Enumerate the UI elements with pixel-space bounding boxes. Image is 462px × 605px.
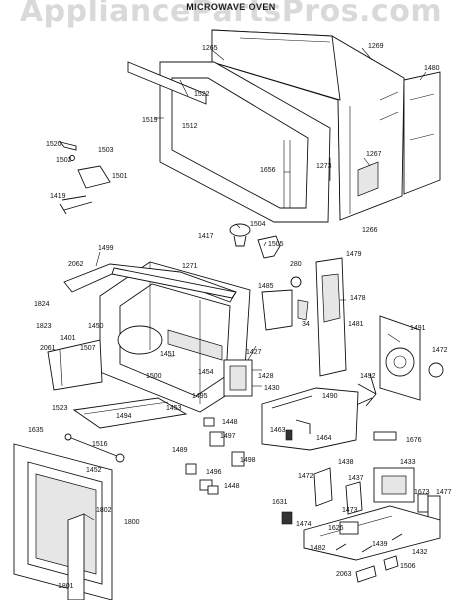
part-label: 1427 xyxy=(246,349,262,356)
part-label: 1516 xyxy=(92,441,108,448)
part-label: 1428 xyxy=(258,373,274,380)
part-label: 1401 xyxy=(60,335,76,342)
base-plate xyxy=(261,387,397,451)
part-label: 1676 xyxy=(406,437,422,444)
part-label: 1438 xyxy=(338,459,354,466)
part-label: 1451 xyxy=(160,351,176,358)
part-label: 1419 xyxy=(50,193,66,200)
part-label: 1474 xyxy=(296,521,312,528)
part-label: 1479 xyxy=(346,251,362,258)
part-label: 1823 xyxy=(36,323,52,330)
part-label: 1472 xyxy=(432,347,448,354)
part-label: 1801 xyxy=(58,583,74,590)
part-label: 1512 xyxy=(182,123,198,130)
rear-panel xyxy=(403,71,441,195)
part-label: 1500 xyxy=(146,373,162,380)
part-label: 1635 xyxy=(28,427,44,434)
part-label: 1498 xyxy=(240,457,256,464)
part-label: 1453 xyxy=(166,405,182,412)
oven-cavity xyxy=(99,261,251,413)
door-latch xyxy=(64,433,125,463)
part-label: 1477 xyxy=(436,489,452,496)
part-label: 1454 xyxy=(198,369,214,376)
part-label: 1271 xyxy=(182,263,198,270)
part-label: 1480 xyxy=(424,65,440,72)
part-label: 1269 xyxy=(368,43,384,50)
part-label: 1800 xyxy=(124,519,140,526)
part-label: 1417 xyxy=(198,233,214,240)
part-label: 1507 xyxy=(80,345,96,352)
part-label: 1492 xyxy=(360,373,376,380)
part-label: 2061 xyxy=(40,345,56,352)
interlock-switches xyxy=(185,417,245,495)
part-label: 1430 xyxy=(264,385,280,392)
bracket-assembly xyxy=(58,141,111,215)
part-label: 1519 xyxy=(142,117,158,124)
part-label: 1490 xyxy=(322,393,338,400)
part-label: 1482 xyxy=(310,545,326,552)
part-label: 2063 xyxy=(336,571,352,578)
part-label: 1478 xyxy=(350,295,366,302)
part-label: 1437 xyxy=(348,475,364,482)
part-label: 1497 xyxy=(220,433,236,440)
part-label: 1631 xyxy=(272,499,288,506)
part-label: 1489 xyxy=(172,447,188,454)
part-label: 280 xyxy=(290,261,302,268)
part-label: 1505 xyxy=(268,241,284,248)
lamp-assembly xyxy=(261,276,309,331)
part-label: 1267 xyxy=(366,151,382,158)
control-components xyxy=(281,467,441,583)
part-label: 1481 xyxy=(348,321,364,328)
part-label: 1266 xyxy=(362,227,378,234)
oven-door xyxy=(13,443,113,601)
leader-lines xyxy=(95,47,427,361)
part-label: 1496 xyxy=(206,469,222,476)
part-label: 1450 xyxy=(88,323,104,330)
part-label: 1265 xyxy=(202,45,218,52)
thermal-switch xyxy=(229,223,281,259)
part-label: 1523 xyxy=(52,405,68,412)
part-label: 1448 xyxy=(222,419,238,426)
fan-shroud xyxy=(353,315,444,407)
part-label: 1485 xyxy=(258,283,274,290)
top-brace xyxy=(63,263,237,303)
part-label: 1501 xyxy=(112,173,128,180)
part-label: 1504 xyxy=(250,221,266,228)
part-label: 1273 xyxy=(316,163,332,170)
part-label: 1494 xyxy=(116,413,132,420)
part-label: 1452 xyxy=(86,467,102,474)
bottom-rail xyxy=(72,397,188,429)
part-label: 1503 xyxy=(98,147,114,154)
part-label: 34 xyxy=(302,321,310,328)
part-label: 1522 xyxy=(194,91,210,98)
part-label: 1520 xyxy=(46,141,62,148)
part-label: 2062 xyxy=(68,261,84,268)
part-label: 1432 xyxy=(412,549,428,556)
part-label: 1802 xyxy=(96,507,112,514)
part-label: 1499 xyxy=(98,245,114,252)
diagram-title: MICROWAVE OVEN xyxy=(186,2,276,12)
part-label: 1824 xyxy=(34,301,50,308)
part-label: 1673 xyxy=(414,489,430,496)
part-label: 1495 xyxy=(192,393,208,400)
air-duct xyxy=(315,257,347,377)
part-label: 1433 xyxy=(400,459,416,466)
part-label: 1491 xyxy=(410,325,426,332)
part-label: 1626 xyxy=(328,525,344,532)
part-label: 1464 xyxy=(316,435,332,442)
part-label: 1656 xyxy=(260,167,276,174)
side-rail xyxy=(47,339,103,391)
part-label: 1473 xyxy=(342,507,358,514)
part-label: 1472 xyxy=(298,473,314,480)
part-label: 1439 xyxy=(372,541,388,548)
part-label: 1506 xyxy=(400,563,416,570)
magnetron xyxy=(223,359,262,397)
watermark: AppliancePartsPros.com xyxy=(19,0,443,29)
part-labels: 1265 1269 1480 1522 1519 1512 1656 1273 … xyxy=(28,43,452,590)
part-label: 1502 xyxy=(56,157,72,164)
part-label: 1463 xyxy=(270,427,286,434)
part-label: 1448 xyxy=(224,483,240,490)
